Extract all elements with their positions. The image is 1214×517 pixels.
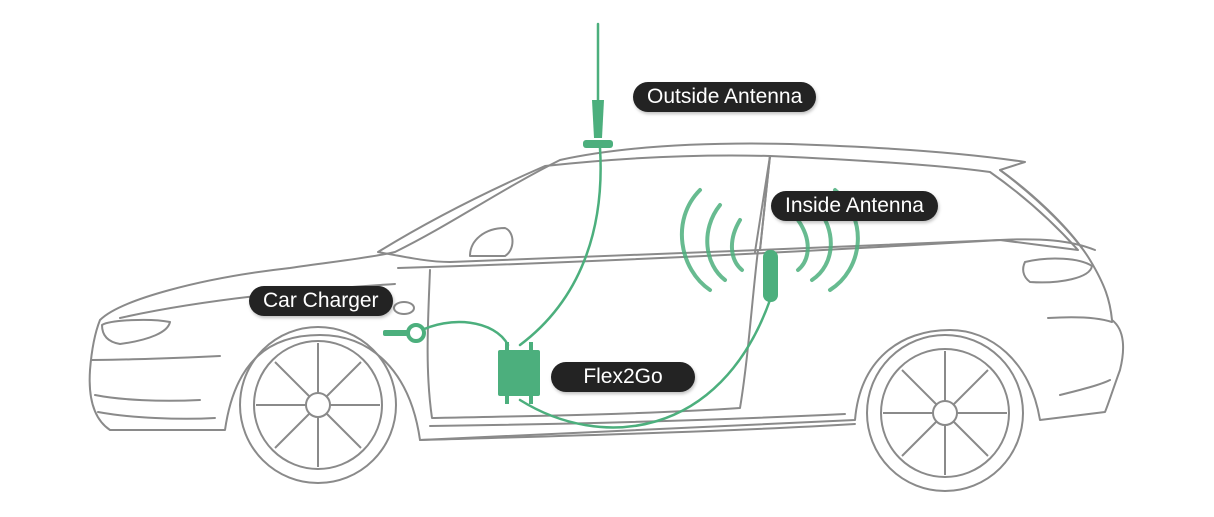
inside-antenna-label: Inside Antenna xyxy=(771,191,938,221)
flex2go-booster xyxy=(498,350,540,396)
car-body-outline xyxy=(88,142,1125,441)
outside-antenna-base xyxy=(592,100,604,138)
flex2go-label: Flex2Go xyxy=(551,362,695,392)
cable-charger xyxy=(416,320,510,347)
front-wheel xyxy=(239,326,397,484)
headlight xyxy=(101,318,171,345)
inside-antenna xyxy=(763,250,778,302)
rear-wheel xyxy=(866,334,1024,492)
tail-light xyxy=(1022,257,1093,284)
car-windows xyxy=(377,154,771,263)
side-mirror xyxy=(469,227,514,257)
outside-antenna-label: Outside Antenna xyxy=(633,82,817,112)
signal-waves-left xyxy=(679,188,744,292)
cable-inside-antenna xyxy=(518,298,772,429)
rear-window xyxy=(759,155,1079,251)
car-charger-plug xyxy=(383,330,409,336)
cable-outside-antenna xyxy=(518,146,602,347)
door-outline xyxy=(426,249,759,419)
car-charger-label: Car Charger xyxy=(249,286,393,316)
